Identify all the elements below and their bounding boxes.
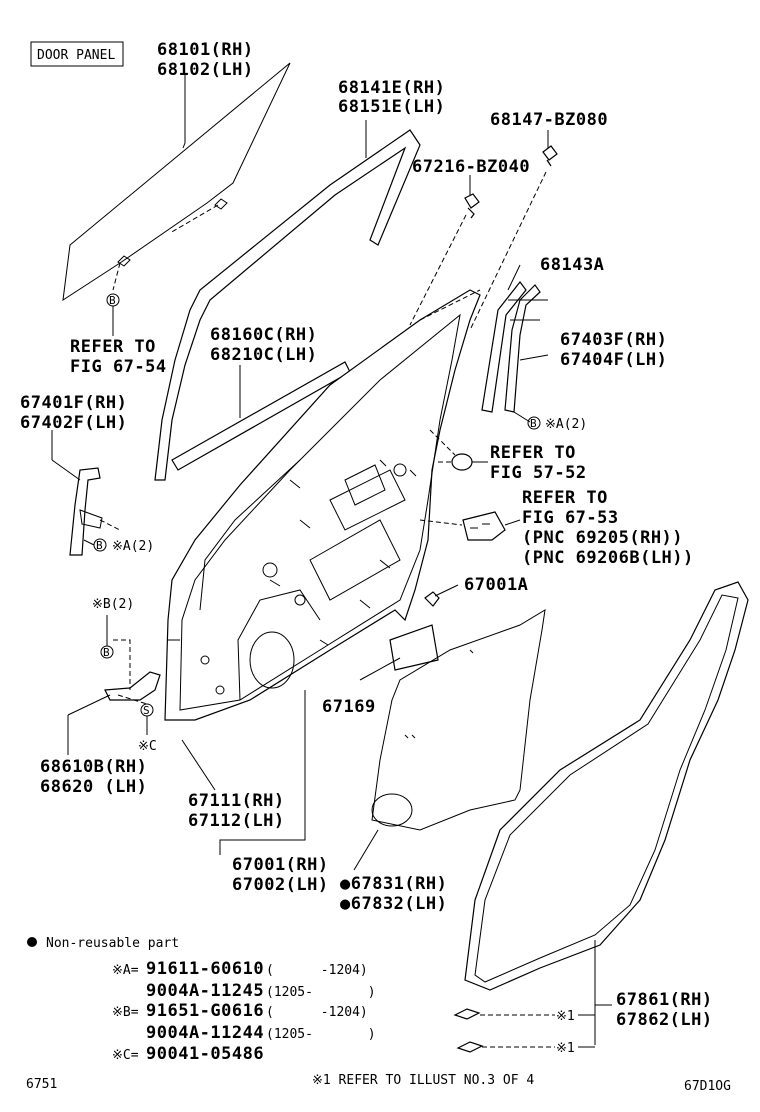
non-reusable-label: Non-reusable part [46,936,179,951]
a2-left-label: ※A(2) [112,539,154,554]
division-bar-lh: 67404F(LH) [560,350,667,370]
leader-door-panel [219,690,306,855]
door-check [104,671,161,701]
check-lh: 68620 (LH) [40,777,147,797]
door-glass-outline [62,62,291,302]
legend-part: 9004A-11244 [146,1023,264,1043]
footer-right-code: 67D1OG [684,1079,731,1094]
hole-cover-plug [424,591,440,607]
glass-lh: 68102(LH) [157,60,254,80]
glass-rh: 68101(RH) [157,40,254,60]
leader-seal [359,657,401,681]
seal-patch [389,624,439,671]
refer-6753-line3: (PNC 69205(RH)) [522,528,683,548]
bracket-rh: 67401F(RH) [20,393,127,413]
footer-left-code: 6751 [26,1077,57,1092]
refer-6754-line1: REFER TO [70,337,156,357]
circle-b-bracket-label: B [96,539,103,552]
door-weatherstrip [464,581,749,991]
legend-mark: ※C= [112,1048,139,1063]
legend-range: ( -1204) [266,963,368,978]
leader-service-hole-cover [353,829,379,871]
glass-clip-marks [117,198,228,267]
door-panel-rh: 67001(RH) [232,855,329,875]
b2-label: ※B(2) [92,597,134,612]
legend-part: 90041-05486 [146,1044,264,1064]
legend-range: (1205- ) [266,985,376,1000]
weatherstrip-clip-1 [453,1008,481,1020]
run-channel-rh: 68141E(RH) [338,78,445,98]
door-lock-assembly [462,511,506,541]
mark-1b-label: ※1 [556,1041,575,1056]
mark-1a-label: ※1 [556,1009,575,1024]
clip-mid-label: 67216-BZ040 [412,157,530,177]
clip-67216 [464,193,480,219]
service-hole-cover-lh: ●67832(LH) [340,894,447,914]
clip-68147 [542,145,558,167]
circle-b-glass-label: B [109,294,116,307]
weatherstrip-lh: 67862(LH) [616,1010,713,1030]
legend-mark: ※A= [112,963,139,978]
outer-weatherstrip-rh: 68160C(RH) [210,325,317,345]
a2-right-label: ※A(2) [545,417,587,432]
legend-range: (1205- ) [266,1027,376,1042]
weatherstrip-a-label: 68143A [540,255,604,275]
refer-6754-line2: FIG 67-54 [70,357,167,377]
circle-s-check-label: S [143,704,150,717]
division-bar-rh: 67403F(RH) [560,330,667,350]
legend-mark: ※B= [112,1005,139,1020]
legend-range: ( -1204) [266,1005,368,1020]
run-channel-lh: 68151E(LH) [338,97,445,117]
hole-cover-label: 67001A [464,575,528,595]
legend-table: ※A= 91611-60610 ( -1204) 9004A-11245 (12… [112,959,376,1064]
service-hole-cover-rh: ●67831(RH) [340,874,447,894]
check-rh: 68610B(RH) [40,757,147,777]
leader-hinge [181,739,216,791]
weatherstrip-68143a [481,281,527,413]
bracket-lh: 67402F(LH) [20,413,127,433]
legend-part: 9004A-11245 [146,981,264,1001]
service-hole-cover-sheet [371,609,546,831]
circle-b-division-label: B [530,417,537,430]
non-reusable-bullet-icon [27,937,37,947]
refer-5752-line2: FIG 57-52 [490,463,587,483]
refer-6753-line4: (PNC 69206B(LH)) [522,548,694,568]
c-mark-label: ※C [138,739,157,754]
bracket-67401f [69,467,101,556]
weatherstrip-rh: 67861(RH) [616,990,713,1010]
refer-6753-line2: FIG 67-53 [522,508,619,528]
seal-label: 67169 [322,697,376,717]
refer-6753-line1: REFER TO [522,488,608,508]
door-panel-lh: 67002(LH) [232,875,329,895]
weatherstrip-clip-2 [456,1041,484,1053]
door-panel-label: DOOR PANEL [37,48,115,63]
clip-top-label: 68147-BZ080 [490,110,608,130]
hinge-lh: 67112(LH) [188,811,285,831]
refer-5752-line1: REFER TO [490,443,576,463]
leader-division-bar [519,354,549,361]
legend-part: 91611-60610 [146,959,264,979]
door-panel-box [30,41,124,67]
door-inner-panel [164,289,481,721]
footer-note: ※1 REFER TO ILLUST NO.3 OF 4 [312,1073,534,1088]
hinge-rh: 67111(RH) [188,791,285,811]
glass-run-channel [154,129,421,481]
legend-part: 91651-G0616 [146,1001,264,1021]
outer-weatherstrip-lh: 68210C(LH) [210,345,317,365]
grommet [451,453,473,471]
circle-b-check-label: B [103,646,110,659]
